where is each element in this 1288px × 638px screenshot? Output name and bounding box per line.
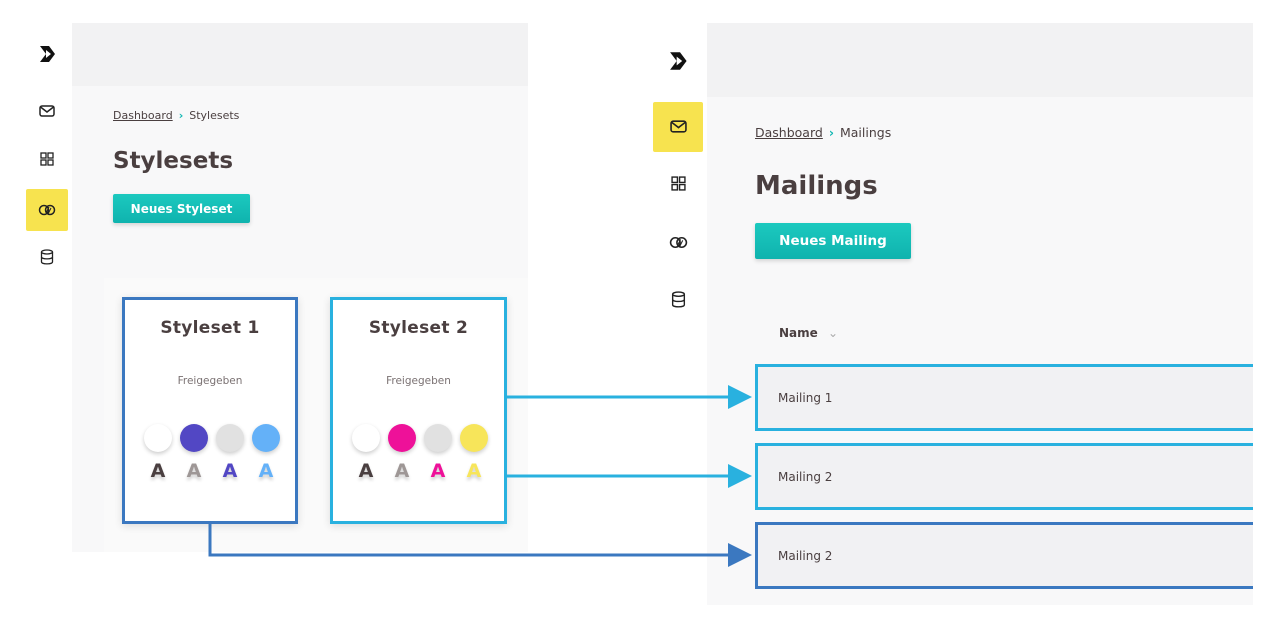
font-sample: A — [186, 460, 202, 482]
chevron-down-icon: ⌄ — [827, 326, 839, 340]
grid-icon — [40, 151, 54, 170]
page-title: Stylesets — [113, 148, 234, 174]
page-title: Mailings — [755, 171, 878, 201]
column-header-label: Name — [779, 326, 818, 340]
font-sample: A — [222, 460, 238, 482]
breadcrumb-current: Mailings — [839, 125, 892, 140]
styleset-card[interactable]: Styleset 1 Freigegeben A A A A — [122, 297, 298, 524]
nav-grid[interactable] — [653, 160, 703, 210]
name-column-header[interactable]: Name ⌄ — [779, 326, 838, 340]
table-row[interactable]: Mailing 2 — [755, 522, 1253, 589]
new-styleset-button[interactable]: Neues Styleset — [113, 194, 250, 223]
color-swatch — [424, 424, 452, 452]
font-sample: A — [358, 460, 374, 482]
card-status: Freigegeben — [386, 375, 451, 387]
font-sample: A — [258, 460, 274, 482]
breadcrumb-home-link[interactable]: Dashboard — [113, 109, 173, 122]
card-title: Styleset 2 — [368, 318, 469, 338]
font-sample: A — [430, 460, 446, 482]
logo-icon[interactable] — [669, 50, 691, 72]
color-swatch — [388, 424, 416, 452]
grid-icon — [670, 175, 686, 195]
card-title: Styleset 1 — [160, 318, 260, 338]
right-topbar — [707, 23, 1253, 97]
styleset-card[interactable]: Styleset 2 Freigegeben A A A A — [330, 297, 507, 524]
left-topbar — [72, 23, 528, 86]
right-sidebar — [652, 23, 707, 605]
chevron-right-icon: › — [178, 109, 184, 122]
right-main: Dashboard › Mailings Mailings Neues Mailin… — [707, 97, 1253, 605]
color-swatch — [252, 424, 280, 452]
row-label: Mailing 1 — [778, 390, 833, 405]
left-sidebar — [26, 23, 72, 552]
color-swatch — [352, 424, 380, 452]
nav-stylesets[interactable] — [26, 189, 68, 231]
logo-icon[interactable] — [39, 44, 59, 64]
row-label: Mailing 2 — [778, 548, 833, 563]
nav-database[interactable] — [26, 238, 68, 280]
table-row[interactable]: Mailing 1 — [755, 364, 1253, 431]
breadcrumb: Dashboard › Mailings — [755, 125, 891, 140]
nav-stylesets[interactable] — [653, 218, 703, 268]
font-sample: A — [150, 460, 166, 482]
font-sample: A — [394, 460, 410, 482]
chevron-right-icon: › — [828, 125, 834, 140]
color-swatch — [180, 424, 208, 452]
breadcrumb: Dashboard › Stylesets — [113, 109, 239, 122]
nav-mail[interactable] — [653, 102, 703, 152]
new-mailing-button[interactable]: Neues Mailing — [755, 223, 911, 259]
nav-grid[interactable] — [26, 139, 68, 181]
nav-mail[interactable] — [26, 90, 68, 132]
font-sample: A — [466, 460, 482, 482]
row-label: Mailing 2 — [778, 469, 833, 484]
overlap-icon — [669, 234, 688, 253]
color-swatch — [144, 424, 172, 452]
color-swatch — [460, 424, 488, 452]
connector-arrow — [208, 524, 752, 567]
database-icon — [671, 290, 686, 312]
breadcrumb-home-link[interactable]: Dashboard — [755, 125, 823, 140]
mail-icon — [39, 102, 55, 121]
overlap-icon — [38, 201, 56, 220]
database-icon — [40, 249, 54, 269]
color-swatch — [216, 424, 244, 452]
mail-icon — [669, 118, 687, 137]
table-row[interactable]: Mailing 2 — [755, 443, 1253, 510]
nav-database[interactable] — [653, 276, 703, 326]
breadcrumb-current: Stylesets — [189, 109, 240, 122]
card-status: Freigegeben — [177, 375, 243, 387]
